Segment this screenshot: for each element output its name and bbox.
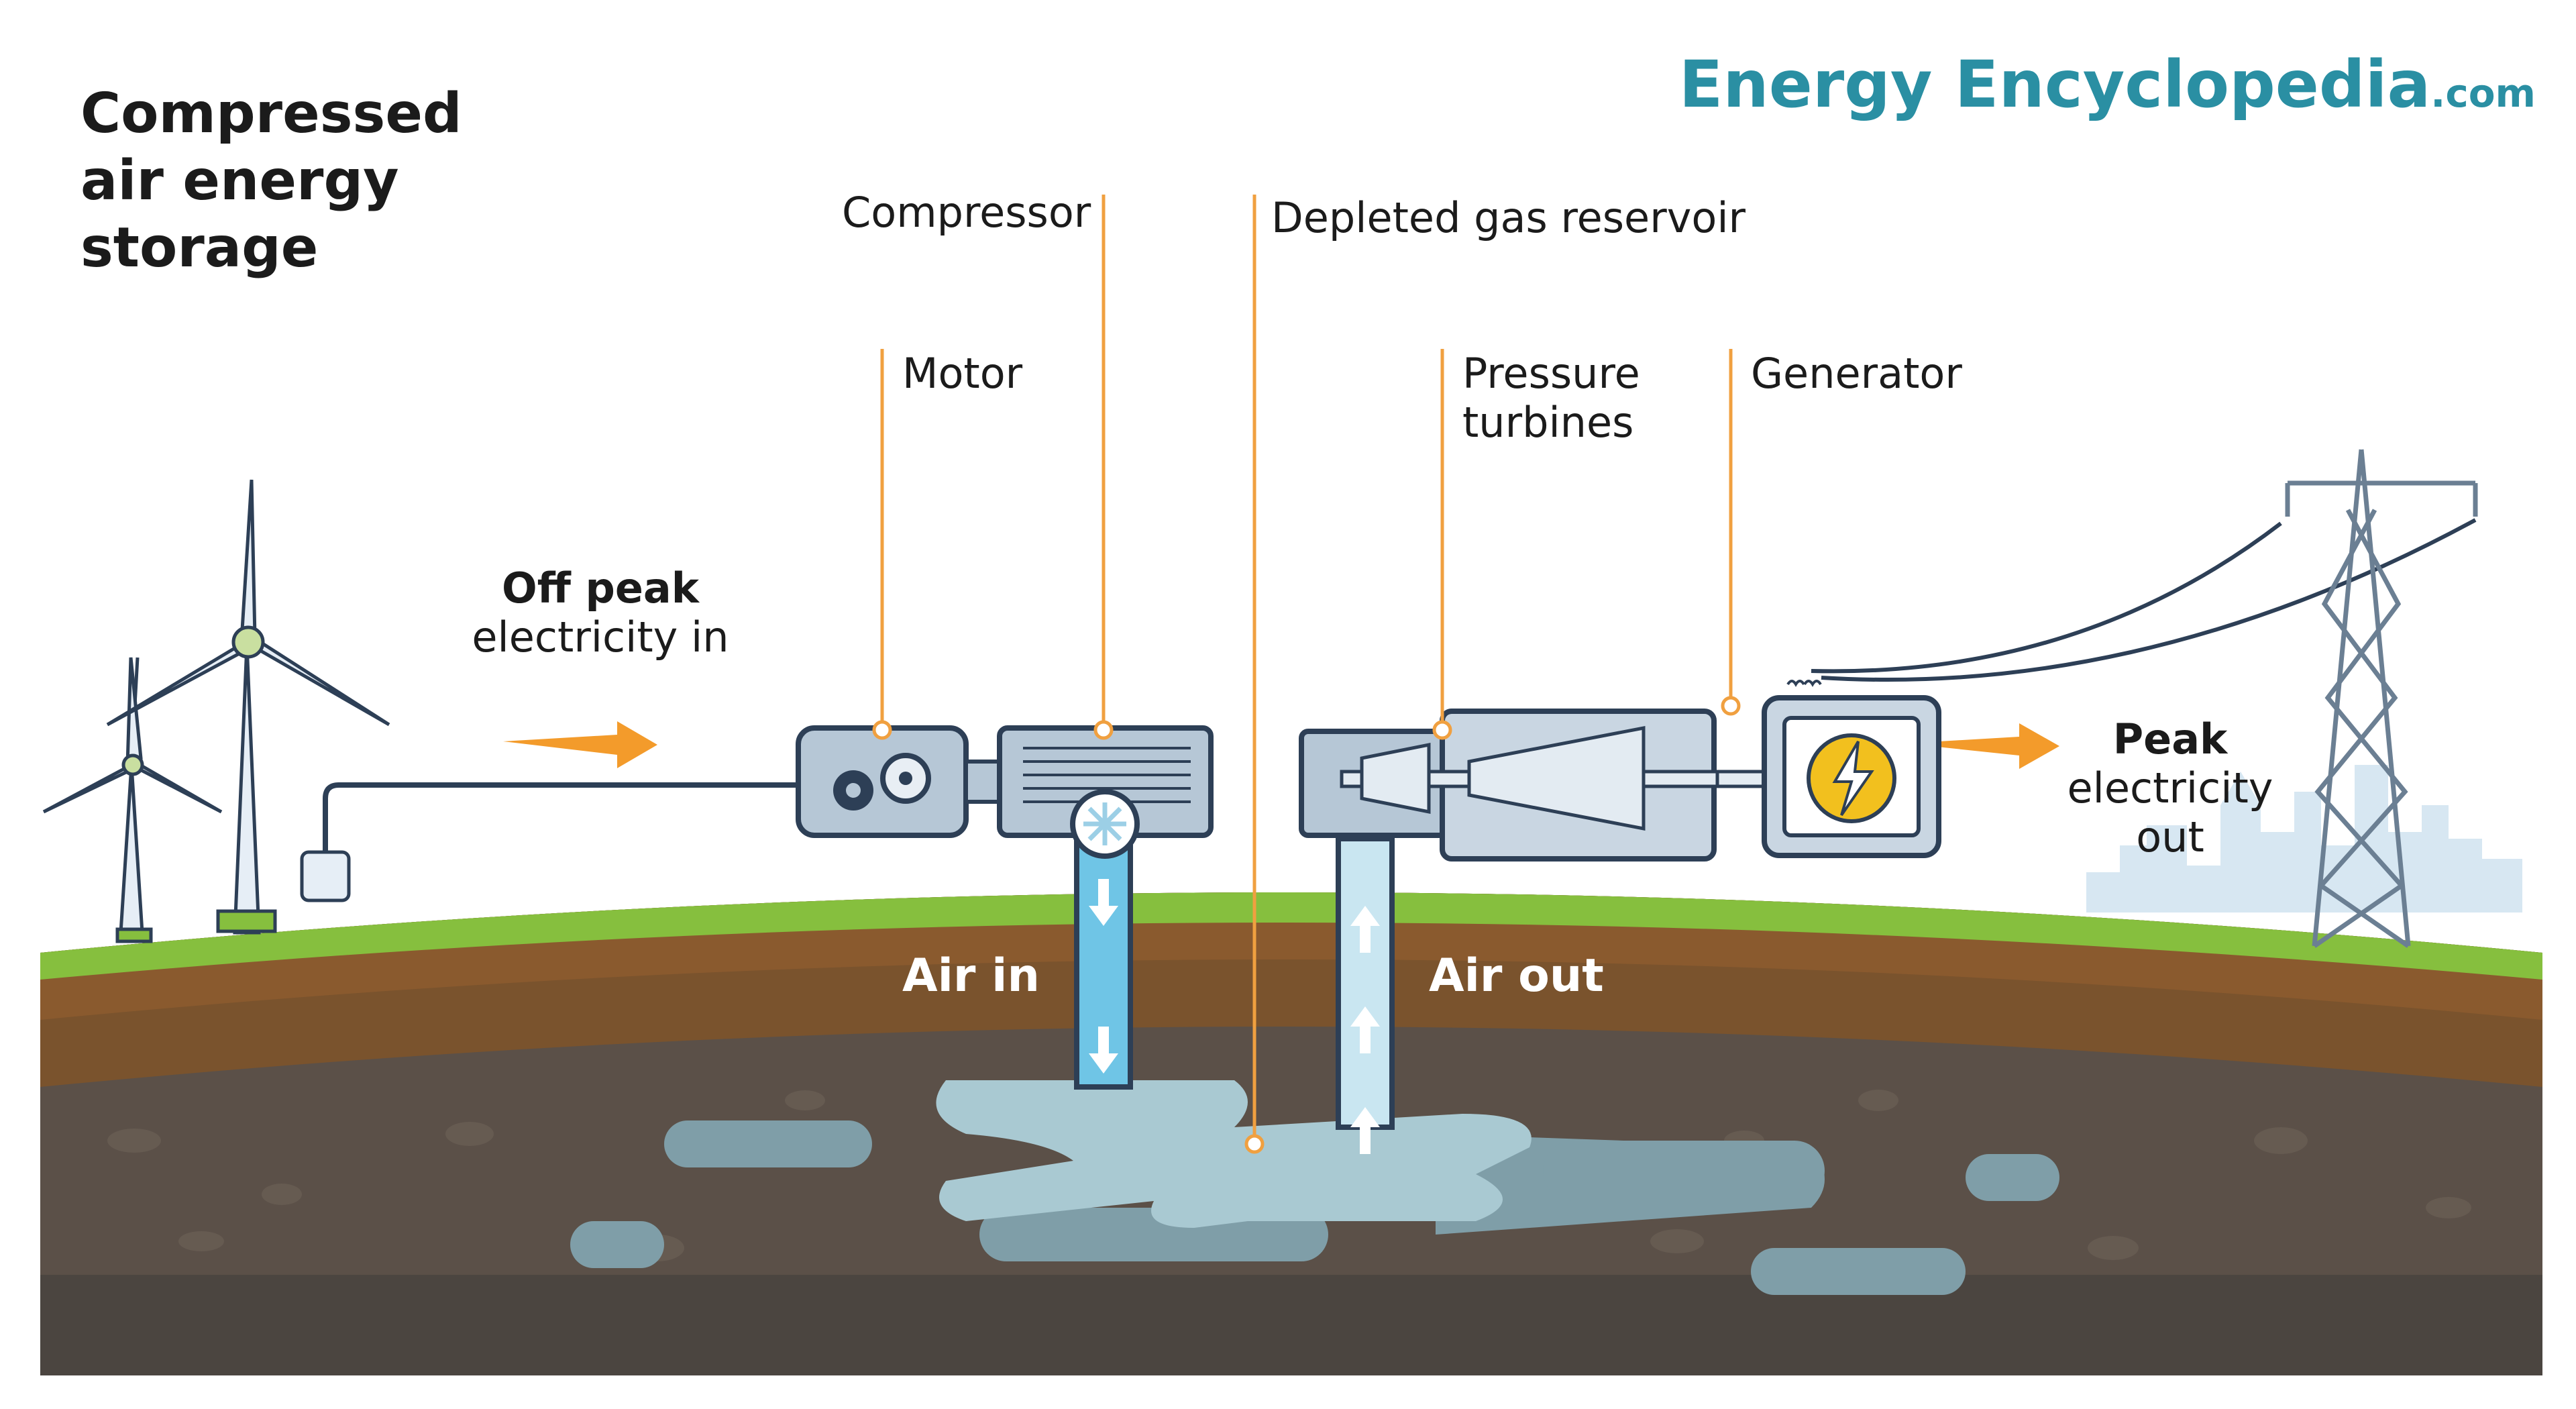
pressure-turbines-line-1: Pressure xyxy=(1462,349,1640,398)
pressure-turbines-line-2: turbines xyxy=(1462,398,1634,448)
peak-bold: Peak xyxy=(2112,715,2228,764)
off-peak-rest: electricity in xyxy=(472,613,729,662)
leader-lines xyxy=(880,195,1733,1141)
pressure-turbines-label: Pressure turbines xyxy=(1462,349,1640,447)
peak-rest-2: out xyxy=(2136,813,2204,862)
compressor-label: Compressor xyxy=(842,188,1091,237)
generator-label: Generator xyxy=(1751,349,1962,398)
air-out-label: Air out xyxy=(1429,949,1604,1002)
peak-label: Peak electricity out xyxy=(2059,715,2281,862)
motor-label: Motor xyxy=(902,349,1023,398)
wind-turbine-icon xyxy=(42,479,390,943)
off-peak-bold: Off peak xyxy=(501,564,699,613)
compressor-unit xyxy=(997,725,1214,859)
leader-dots xyxy=(872,696,1741,1154)
generator-unit xyxy=(1762,680,1941,858)
air-in-label: Air in xyxy=(902,949,1040,1002)
arrow-out xyxy=(1905,723,2059,769)
power-cable-in xyxy=(323,782,798,852)
page-title: Compressed air energy storage xyxy=(80,82,462,280)
brand-suffix: .com xyxy=(2430,70,2536,116)
brand-logo: Energy Encyclopedia.com xyxy=(1679,47,2536,123)
motor-unit xyxy=(796,725,1002,838)
gear-icon xyxy=(833,753,931,811)
peak-rest-1: electricity xyxy=(2067,764,2273,813)
reservoir xyxy=(570,1080,2059,1295)
air-in-pipe xyxy=(1074,823,1133,1090)
arrow-in xyxy=(503,721,657,768)
pylon-icon xyxy=(2285,449,2478,948)
depleted-gas-reservoir-label: Depleted gas reservoir xyxy=(1271,193,1746,242)
air-out-pipe xyxy=(1336,836,1395,1154)
brand-name: Energy Encyclopedia xyxy=(1678,47,2431,122)
off-peak-label: Off peak electricity in xyxy=(456,564,745,662)
city-skyline-icon xyxy=(2086,765,2522,912)
pressure-turbines-unit xyxy=(1299,709,1766,862)
power-line-1 xyxy=(1811,521,2282,674)
